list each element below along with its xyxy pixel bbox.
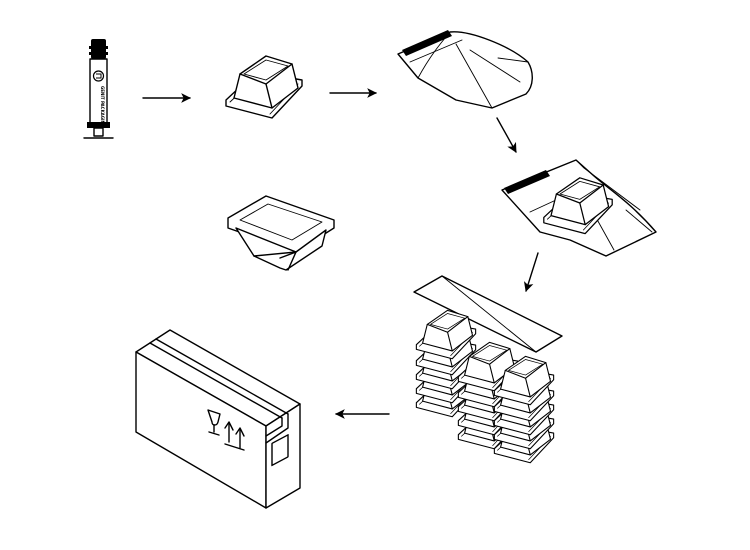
arrow-down-icon — [496, 117, 517, 153]
tray-in-bag — [501, 159, 657, 257]
tray — [225, 55, 303, 119]
syringe: GENIT PACKAGING — [83, 39, 114, 139]
syringe-brand-label: GENIT PACKAGING — [100, 86, 105, 127]
stacked-trays — [413, 275, 563, 464]
open-bag — [397, 30, 533, 109]
this-way-up-icon — [224, 421, 245, 451]
sealed-tray — [227, 195, 335, 271]
arrow-down-icon — [523, 252, 539, 292]
syringe-logo — [92, 70, 105, 82]
fragile-glass-icon — [207, 409, 221, 436]
shipping-carton — [135, 329, 301, 509]
